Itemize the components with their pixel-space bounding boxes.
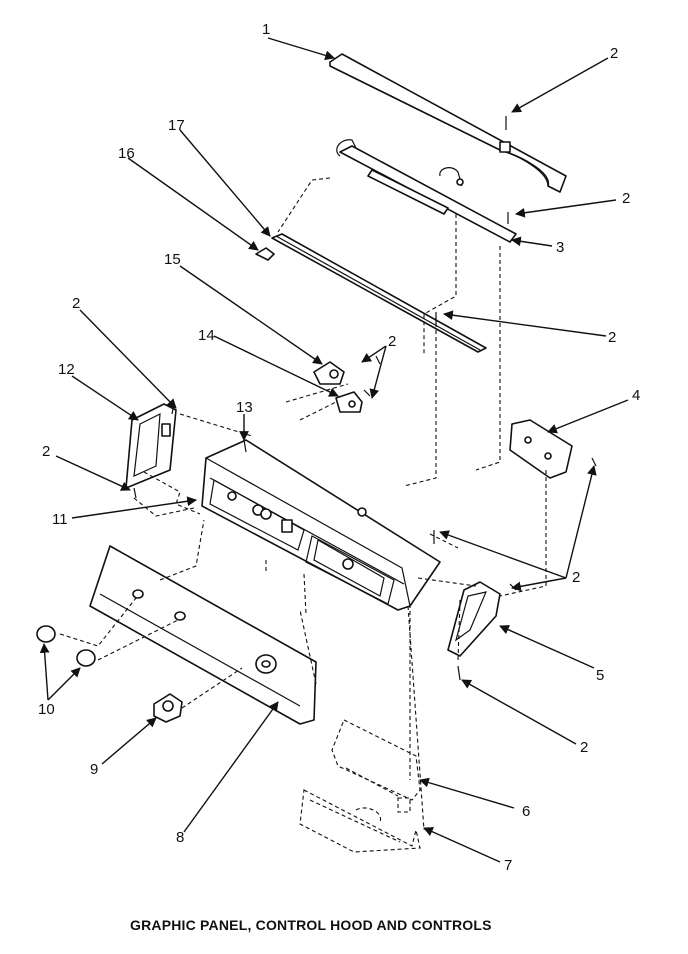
callout-12: 12 xyxy=(58,361,75,378)
callout-2-left-mid: 2 xyxy=(42,443,50,460)
part-4-bracket-plate xyxy=(509,419,573,479)
callout-4: 4 xyxy=(632,387,640,404)
callout-1: 1 xyxy=(262,21,270,38)
part-14-bracket xyxy=(335,391,363,413)
callout-2-upper-right: 2 xyxy=(622,190,630,207)
screws xyxy=(133,116,597,681)
callout-3: 3 xyxy=(556,239,564,256)
callout-6: 6 xyxy=(522,803,530,820)
part-3-upper-rail xyxy=(336,139,517,243)
part-11-control-hood xyxy=(201,439,441,611)
callout-14: 14 xyxy=(198,327,215,344)
callout-9: 9 xyxy=(90,761,98,778)
part-12-left-end-cap xyxy=(125,403,177,489)
part-17-support-rod xyxy=(271,233,487,353)
callout-13: 13 xyxy=(236,399,253,416)
part-7-base-bracket xyxy=(299,789,421,853)
part-9-timer-knob xyxy=(153,693,183,723)
callout-11: 11 xyxy=(52,511,68,528)
alignment-lines xyxy=(59,177,547,831)
callout-2-left-top: 2 xyxy=(72,295,80,312)
callout-5: 5 xyxy=(596,667,604,684)
callout-2-mid-right: 2 xyxy=(608,329,616,346)
callout-16: 16 xyxy=(118,145,135,162)
diagram-caption: GRAPHIC PANEL, CONTROL HOOD AND CONTROLS xyxy=(130,917,492,933)
part-15-bracket xyxy=(313,361,345,385)
part-16-clip xyxy=(255,247,275,261)
callout-2-right-cluster: 2 xyxy=(572,569,580,586)
part-1-hood-cover xyxy=(329,53,567,193)
callout-numbers: 1 2 2 3 17 16 15 14 2 2 2 12 13 2 11 4 2… xyxy=(38,21,640,874)
callout-17: 17 xyxy=(168,117,185,134)
part-10-knobs xyxy=(36,625,96,667)
callout-15: 15 xyxy=(164,251,181,268)
callout-7: 7 xyxy=(504,857,512,874)
callout-2-top: 2 xyxy=(610,45,618,62)
part-5-right-end-cap xyxy=(447,581,501,657)
callout-2-brackets: 2 xyxy=(388,333,396,350)
callout-2-bottom-right: 2 xyxy=(580,739,588,756)
part-6-wire-harness xyxy=(331,719,421,813)
part-8-graphic-panel xyxy=(89,545,317,725)
callout-10: 10 xyxy=(38,701,55,718)
callout-8: 8 xyxy=(176,829,184,846)
leader-arrows xyxy=(39,37,629,863)
